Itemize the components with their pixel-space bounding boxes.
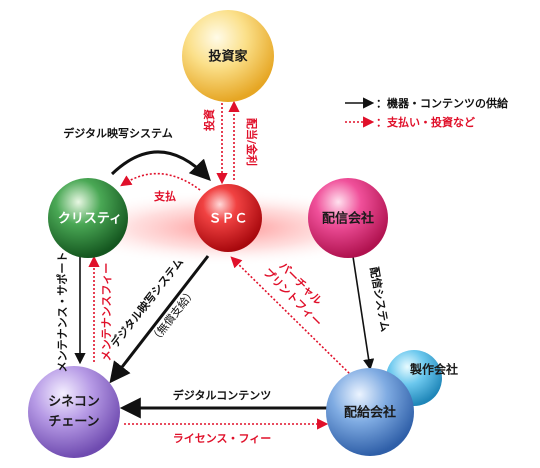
delivery-system-arrow [351,249,375,371]
distributor-sphere [326,368,414,456]
investor-sphere [182,10,274,102]
legend-black-label: ：機器・コンテンツの供給 [376,96,509,110]
christie-sphere [48,178,128,258]
maintenance-fee-label: メンテナンスフィー [100,263,113,362]
spc-label: ＳＰＣ [208,212,247,227]
christie-label: クリスティ [58,212,122,227]
investor-label: 投資家 [208,49,248,65]
dividend-label: 配当/金利 [245,118,259,166]
digital-projection-top-label: デジタル映写システム [63,126,172,140]
projection-free-supply-arrow [109,255,210,384]
payment-label: 支払 [153,189,176,203]
legend-red-label: ：支払い・投資など [376,115,475,129]
distribution-company-label: 配信会社 [322,211,374,227]
license-fee-label: ライセンス・フィー [173,432,272,445]
cinema-chain-label-line1: シネコン [48,395,100,410]
investment-label: 投資 [202,109,216,131]
maintenance-support-label: メンテナンス・サポート [55,252,69,373]
production-company-label: 製作会社 [409,362,458,377]
distributor-label: 配給会社 [344,405,396,421]
cinema-chain-sphere [28,366,120,458]
virtual-print-fee-arrow [230,256,353,377]
digital-content-label: デジタルコンテンツ [173,388,272,402]
spc-sphere [194,184,262,252]
payment-arc [120,172,201,191]
distribution-company-sphere [308,178,388,258]
projection-supply-arc [110,150,211,182]
delivery-system-label: 配信システム [367,266,392,333]
cinema-chain-label-line2: チェーン [48,415,99,430]
